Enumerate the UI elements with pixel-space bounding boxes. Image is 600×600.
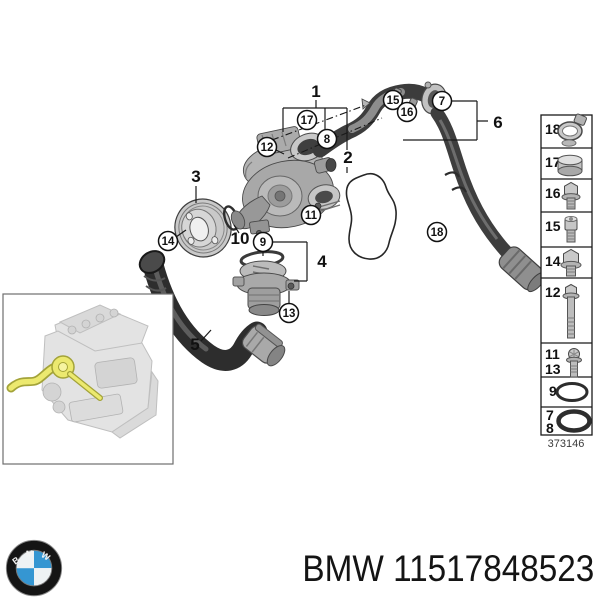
svg-text:11: 11 — [545, 346, 560, 362]
bmw-logo: BMW — [3, 539, 65, 599]
svg-text:17: 17 — [301, 115, 314, 127]
callout-5[interactable]: 5 — [190, 335, 199, 354]
svg-text:7: 7 — [546, 407, 554, 423]
exploded-parts-diagram: 1 2 3 4 5 6 10 17 8 12 15 16 7 14 9 13 — [2, 81, 593, 465]
sidebar-row-16[interactable]: 16 — [545, 181, 581, 210]
svg-text:15: 15 — [387, 95, 400, 107]
o-ring-icon — [555, 382, 589, 402]
svg-text:1: 1 — [311, 82, 320, 101]
callout-6[interactable]: 6 — [493, 113, 502, 132]
callout-17[interactable]: 17 — [296, 109, 318, 131]
svg-text:16: 16 — [545, 185, 561, 201]
gasket-drawing — [345, 172, 397, 260]
callout-18[interactable]: 18 — [426, 221, 448, 243]
callout-7[interactable]: 7 — [431, 90, 453, 112]
svg-text:5: 5 — [190, 335, 199, 354]
hose-clamp-icon — [557, 113, 587, 147]
parts-sidebar: 18 17 16 15 — [540, 113, 593, 450]
callout-14[interactable]: 14 — [157, 230, 179, 252]
sidebar-row-11-13[interactable]: 11 13 — [545, 346, 582, 378]
svg-text:13: 13 — [545, 361, 561, 377]
svg-text:17: 17 — [545, 154, 561, 170]
callout-12[interactable]: 12 — [256, 136, 278, 158]
sidebar-row-17[interactable]: 17 — [545, 154, 583, 177]
leader-lines — [175, 100, 488, 342]
highlighted-water-pump — [6, 355, 103, 401]
sidebar-row-9[interactable]: 9 — [549, 382, 589, 402]
svg-text:6: 6 — [493, 113, 502, 132]
svg-text:8: 8 — [546, 420, 554, 436]
sidebar-row-12[interactable]: 12 — [545, 283, 580, 339]
hex-flange-bolt-icon — [561, 181, 581, 210]
svg-text:2: 2 — [343, 148, 352, 167]
pulley-drawing — [174, 198, 232, 258]
svg-text:15: 15 — [545, 218, 561, 234]
engine-location-thumbnail — [2, 293, 174, 465]
callout-8[interactable]: 8 — [316, 128, 338, 150]
svg-text:14: 14 — [545, 253, 561, 269]
sidebar-row-7-8[interactable]: 7 8 — [546, 407, 592, 436]
svg-text:12: 12 — [545, 284, 561, 300]
callout-13[interactable]: 13 — [278, 302, 300, 324]
hex-flange-bolt-icon — [560, 248, 582, 277]
svg-text:13: 13 — [283, 308, 296, 320]
hex-bolt-icon — [566, 348, 582, 378]
callout-9[interactable]: 9 — [252, 231, 274, 253]
sidebar-row-18[interactable]: 18 — [545, 113, 587, 147]
callout-4[interactable]: 4 — [317, 252, 327, 271]
sleeve-plug-icon — [557, 154, 583, 177]
sidebar-row-15[interactable]: 15 — [545, 215, 578, 243]
svg-text:18: 18 — [431, 227, 444, 239]
part-number-caption: BMW 11517848523 — [302, 548, 594, 589]
callout-3[interactable]: 3 — [191, 167, 200, 186]
svg-text:12: 12 — [261, 142, 274, 154]
callout-11[interactable]: 11 — [300, 204, 322, 226]
socket-head-bolt-icon — [564, 215, 578, 243]
svg-text:4: 4 — [317, 252, 327, 271]
callout-2[interactable]: 2 — [343, 148, 352, 167]
svg-text:7: 7 — [439, 96, 445, 108]
callout-1[interactable]: 1 — [311, 82, 320, 101]
svg-text:9: 9 — [260, 237, 266, 249]
o-ring-large-icon — [556, 409, 592, 433]
svg-text:18: 18 — [545, 121, 561, 137]
callout-15[interactable]: 15 — [382, 89, 404, 111]
callout-16[interactable]: 16 — [396, 101, 418, 123]
svg-text:11: 11 — [305, 210, 318, 222]
svg-text:16: 16 — [401, 107, 414, 119]
long-hex-bolt-icon — [562, 283, 580, 339]
callout-10[interactable]: 10 — [231, 229, 250, 248]
sidebar-row-14[interactable]: 14 — [545, 248, 582, 277]
svg-text:10: 10 — [231, 229, 250, 248]
svg-text:14: 14 — [162, 236, 175, 248]
svg-text:8: 8 — [324, 134, 331, 146]
long-hose-drawing — [430, 106, 546, 293]
svg-text:3: 3 — [191, 167, 200, 186]
figure-number: 373146 — [548, 438, 585, 450]
svg-text:9: 9 — [549, 383, 557, 399]
